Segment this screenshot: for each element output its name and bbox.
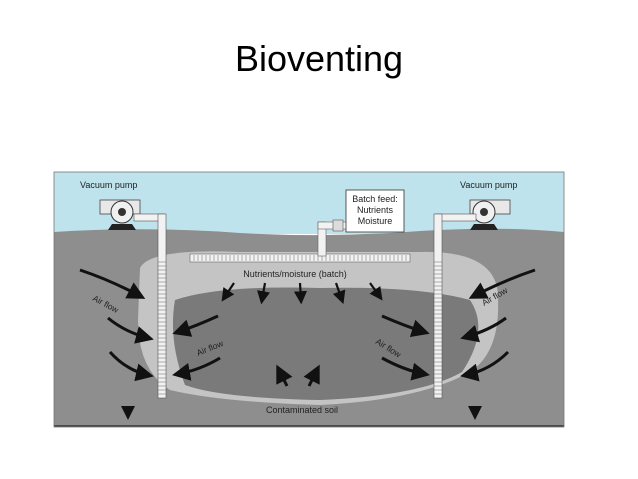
batch-feed-label-line3: Moisture: [358, 216, 393, 226]
air-flow-arrows: [79, 268, 536, 387]
batch-feed-label-line1: Batch feed:: [352, 194, 398, 204]
infiltration-pipe: [189, 253, 411, 263]
contaminated-soil-label: Contaminated soil: [266, 405, 338, 415]
infiltration-pipe-perforations: [193, 255, 407, 261]
left-water-table-marker: [121, 406, 135, 420]
diagram-border: [53, 171, 565, 428]
feed-valve: [332, 219, 344, 232]
nutrients-moisture-label: Nutrients/moisture (batch): [243, 269, 347, 279]
vacuum-pump-label-left: Vacuum pump: [80, 180, 137, 190]
vacuum-pump-label-right: Vacuum pump: [460, 180, 517, 190]
right-water-table-marker: [468, 406, 482, 420]
left-well-screen: [158, 261, 166, 395]
nutrient-arrows: [221, 282, 383, 305]
left-vacuum-pump: [99, 199, 165, 230]
batch-feed-box: [345, 189, 405, 233]
contaminated-soil-zone: [172, 287, 479, 400]
slide-title: Bioventing: [234, 38, 404, 79]
batch-feed-label-line2: Nutrients: [357, 205, 394, 215]
right-well-screen: [434, 261, 442, 395]
